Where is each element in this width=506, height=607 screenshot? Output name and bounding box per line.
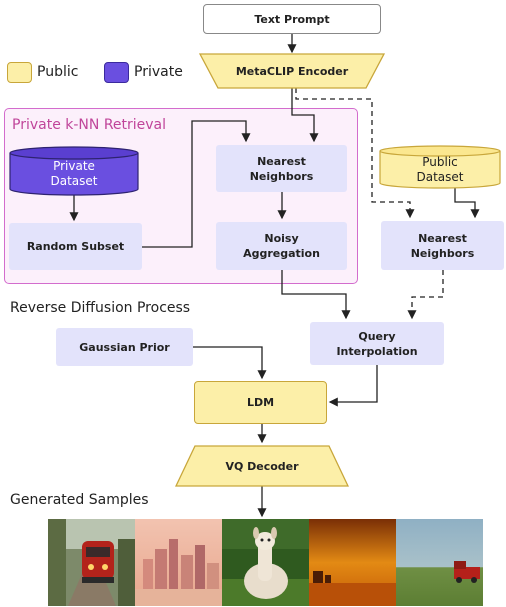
query-interpolation-box: Query Interpolation: [310, 322, 444, 365]
sample-sunset-image: [309, 519, 396, 606]
gaussian-prior-box: Gaussian Prior: [56, 328, 193, 366]
noisy-aggregation-box: Noisy Aggregation: [216, 222, 347, 270]
sample-train-image: [48, 519, 135, 606]
vq-decoder-label: VQ Decoder: [225, 459, 299, 473]
metaclip-encoder-label: MetaCLIP Encoder: [235, 64, 349, 78]
private-knn-title: Private k-NN Retrieval: [12, 117, 167, 133]
reverse-diffusion-label: Reverse Diffusion Process: [10, 300, 191, 316]
sample-llama-image: [222, 519, 309, 606]
public-dataset-cylinder: [379, 145, 501, 189]
private-nearest-neighbors-box: Nearest Neighbors: [216, 145, 347, 192]
text-prompt-box: Text Prompt: [203, 4, 381, 34]
random-subset-box: Random Subset: [9, 223, 142, 270]
legend-public-swatch: [7, 62, 32, 83]
private-dataset-label: Private Dataset: [50, 159, 98, 188]
private-dataset-cylinder: [9, 146, 139, 196]
sample-red-truck-field-image: [396, 519, 483, 606]
sample-city-skyline-image: [135, 519, 222, 606]
public-dataset-label: Public Dataset: [416, 155, 464, 184]
ldm-box: LDM: [194, 381, 327, 424]
generated-samples-label: Generated Samples: [10, 492, 149, 508]
vq-decoder-shape: [175, 445, 349, 487]
legend-private-swatch: [104, 62, 129, 83]
legend-public-label: Public: [37, 64, 79, 80]
metaclip-encoder-shape: [199, 53, 385, 89]
legend-private-label: Private: [134, 64, 183, 80]
public-nearest-neighbors-box: Nearest Neighbors: [381, 221, 504, 270]
